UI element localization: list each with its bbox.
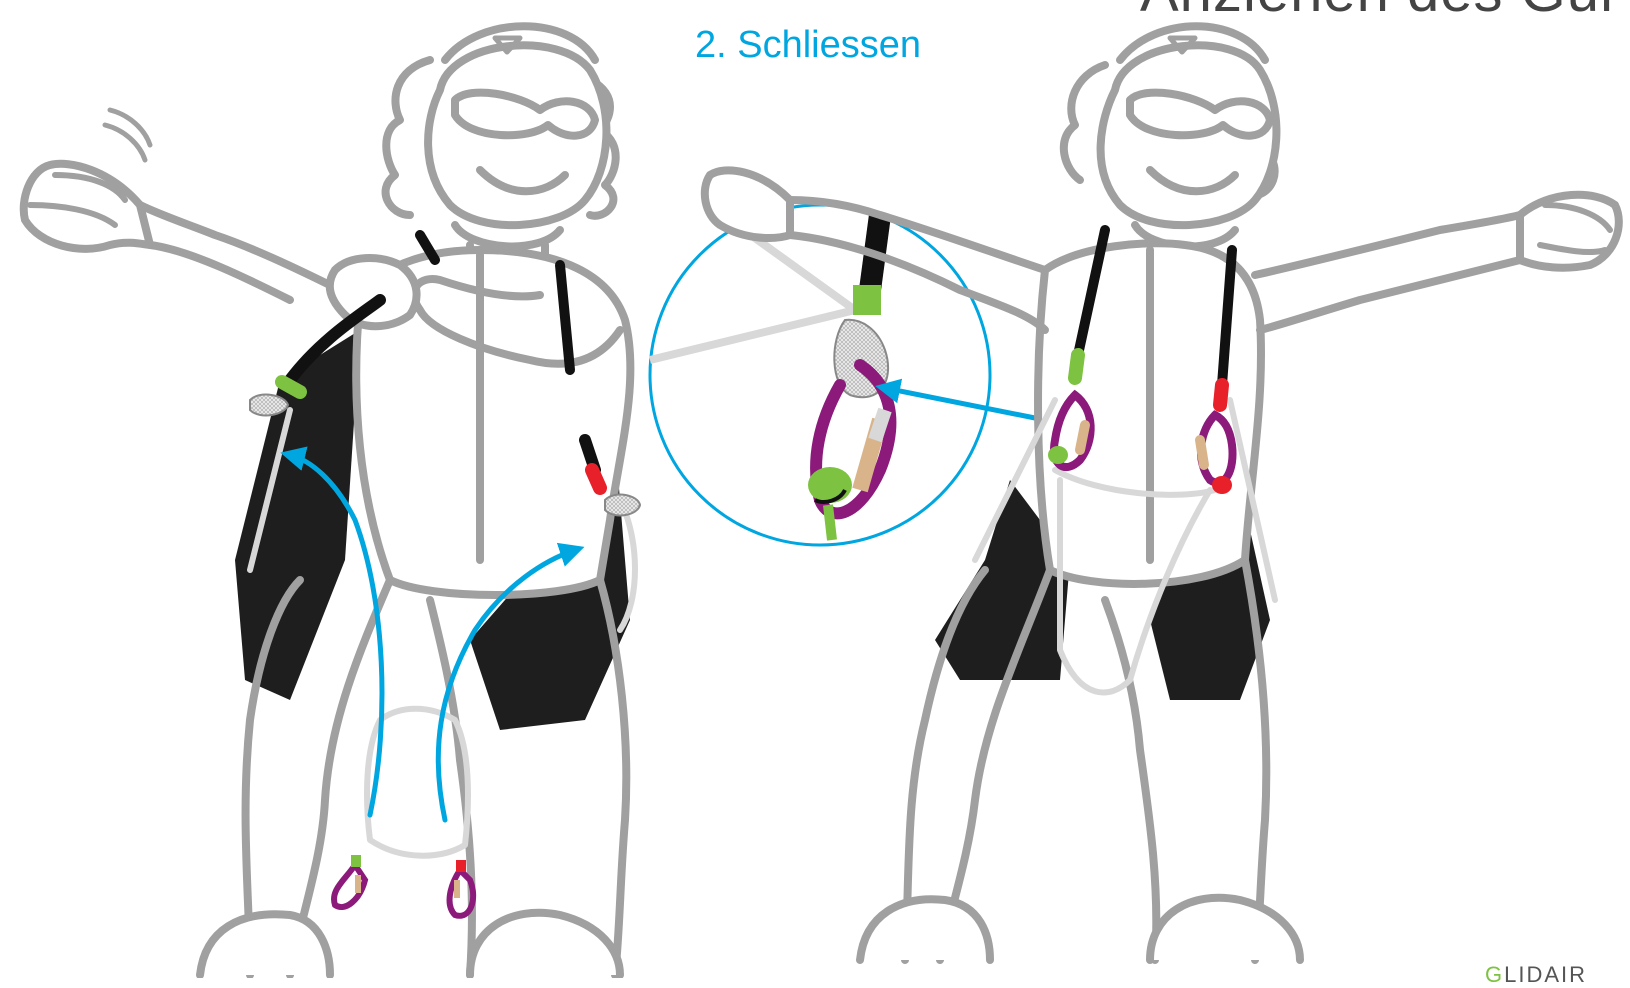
detail-zoom <box>650 205 1035 545</box>
carabiner-red-tab <box>456 860 466 872</box>
right-hand-folded <box>330 258 417 326</box>
brand-logo: GLIDAIR <box>1485 962 1587 988</box>
step-label: 2. Schliessen <box>695 24 921 67</box>
right-boot <box>470 913 620 975</box>
hook-red-2 <box>1212 476 1232 494</box>
detail-green-hook-icon <box>808 467 852 503</box>
detail-lower-strap <box>828 505 832 540</box>
brand-initial: G <box>1485 962 1504 987</box>
buckle-right-icon <box>605 495 640 516</box>
left-pilot-figure <box>24 26 635 975</box>
motion-lines <box>105 110 150 160</box>
detail-green-marker <box>853 285 881 315</box>
left-hand-2 <box>705 170 790 238</box>
carabiner-green-tab <box>351 855 361 867</box>
left-boot-2 <box>860 899 990 960</box>
page-title: Anziehen des Gur <box>1140 0 1620 25</box>
green-marker-left <box>282 382 300 392</box>
right-arm-2 <box>1255 215 1520 330</box>
green-marker-2 <box>1075 355 1078 378</box>
carabiner-green-gate <box>355 875 361 893</box>
right-boot-2 <box>1150 898 1300 960</box>
carabiner-red-gate <box>454 880 460 898</box>
goggles <box>455 93 595 136</box>
gate-right-2 <box>1200 440 1204 465</box>
hook-green-2 <box>1048 446 1068 464</box>
goggles-2 <box>1130 93 1270 136</box>
gate-left-2 <box>1080 425 1085 450</box>
brand-rest: LIDAIR <box>1504 962 1587 987</box>
red-marker-right <box>592 470 600 488</box>
left-boot <box>200 914 330 975</box>
buckle-left-icon <box>250 395 288 416</box>
red-marker-2 <box>1220 385 1222 405</box>
detail-gate-light <box>875 410 885 440</box>
